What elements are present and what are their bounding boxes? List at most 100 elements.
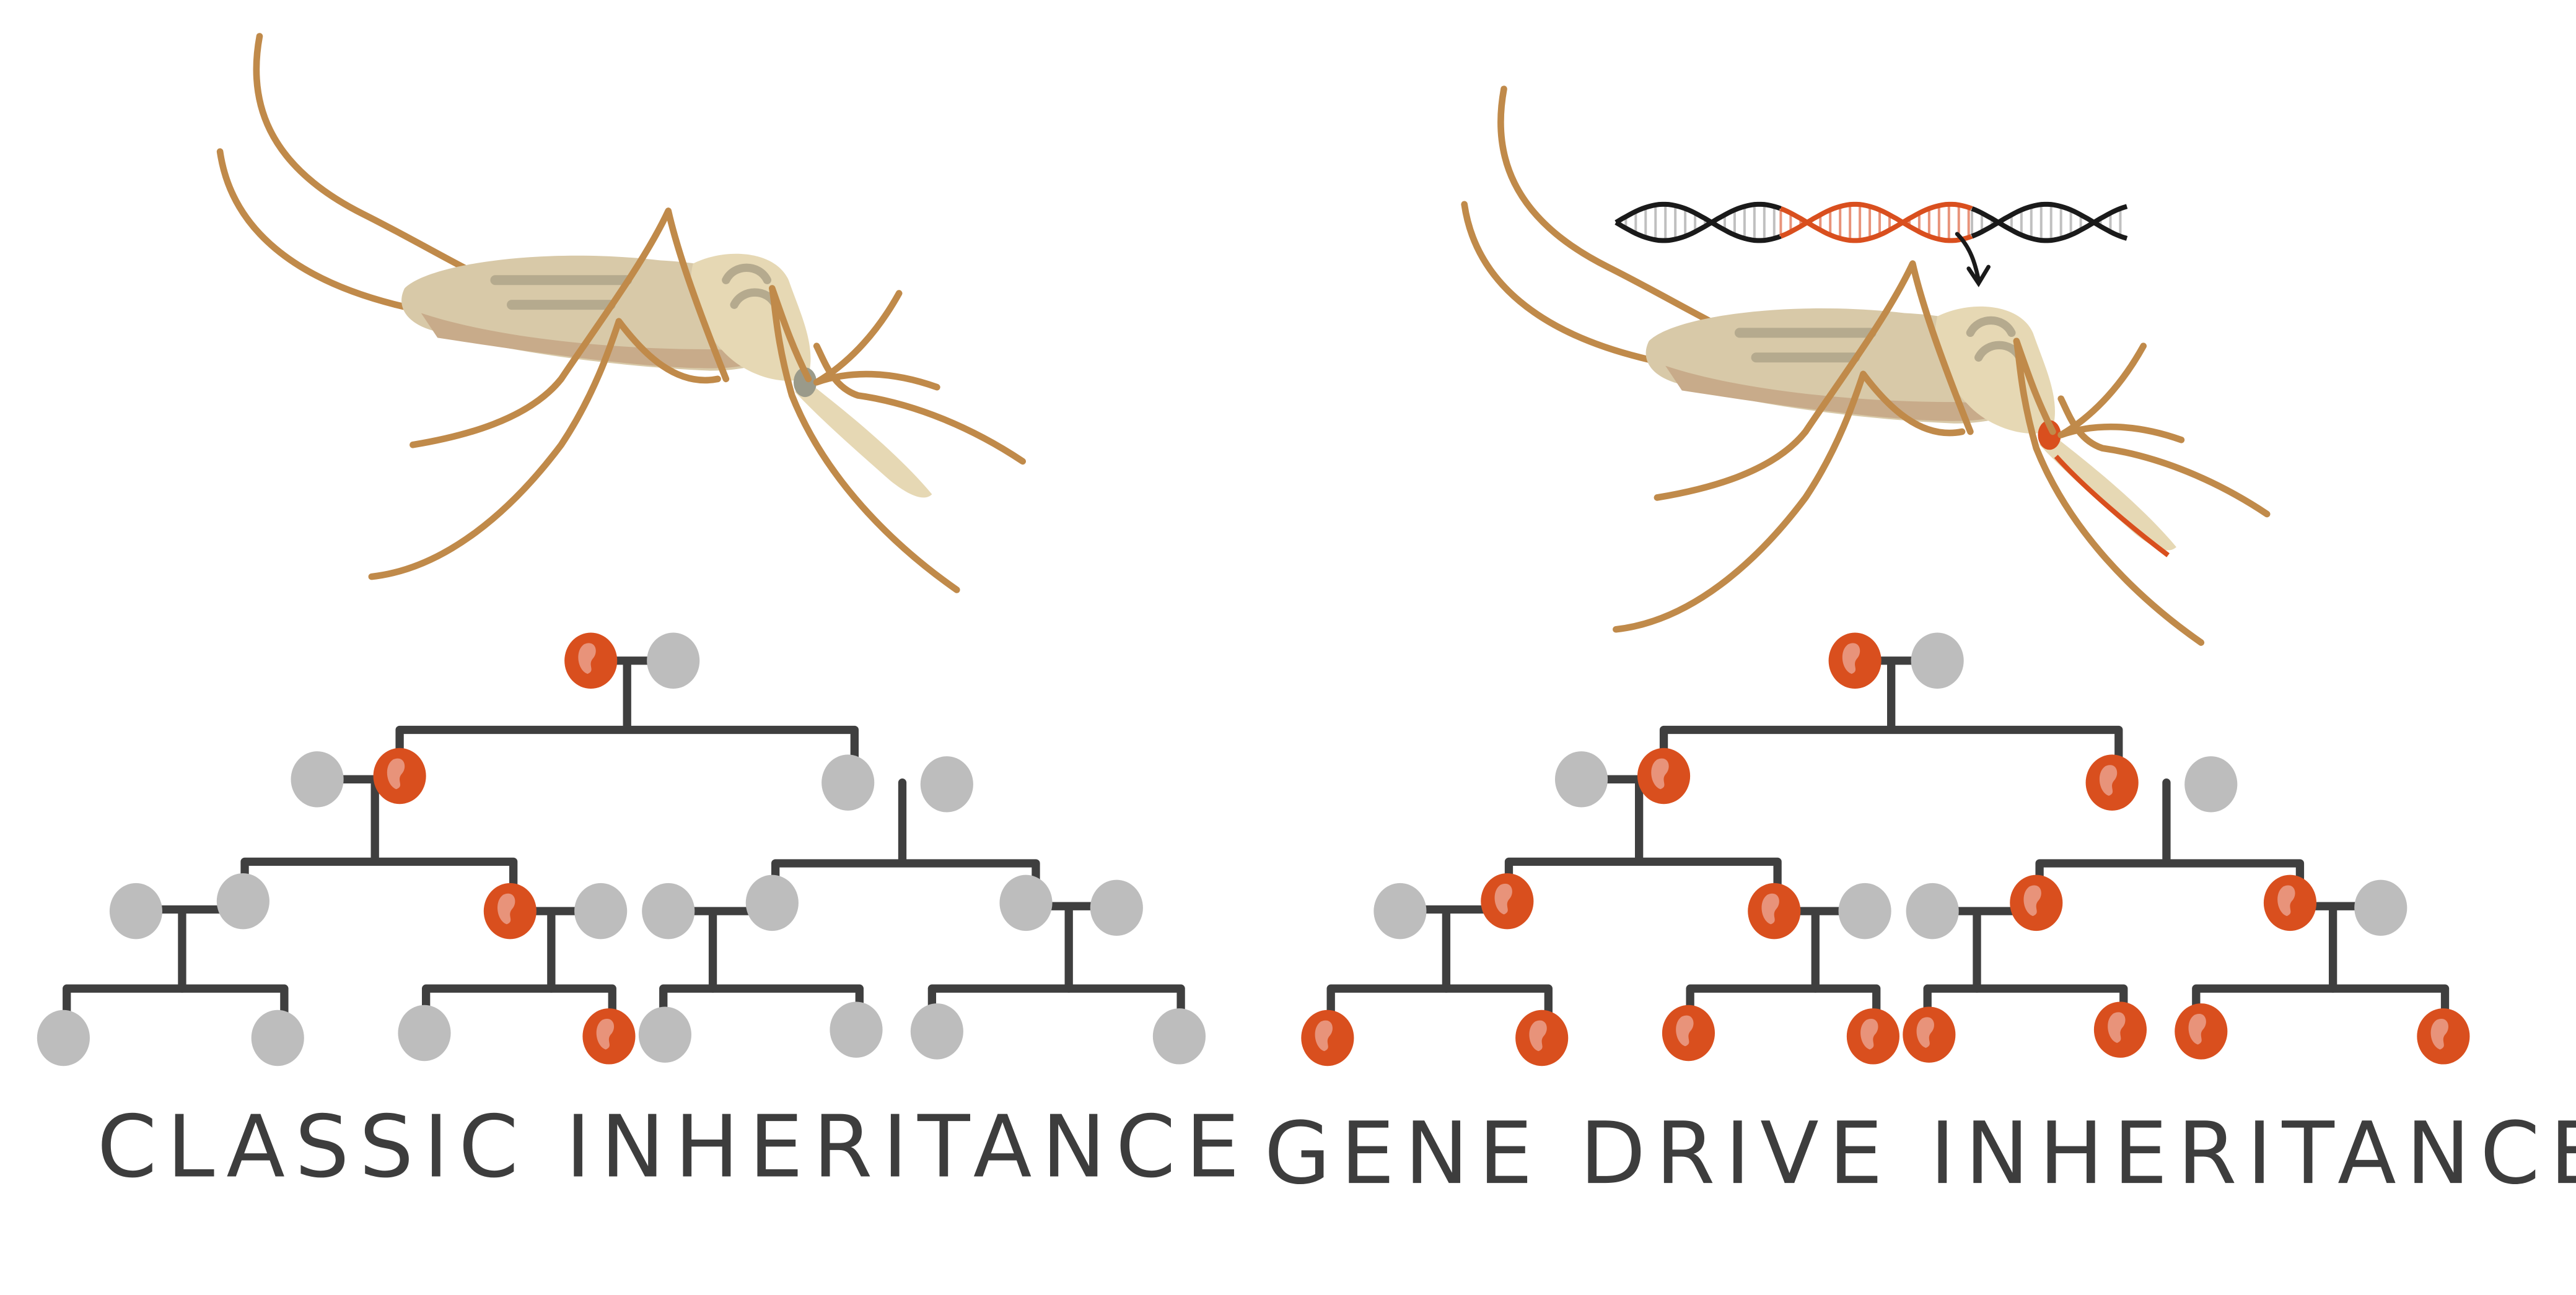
carrier-individual — [1828, 632, 1882, 689]
dna-strand — [1779, 201, 1973, 243]
carrier-individual — [1846, 1008, 1899, 1065]
carrier-individual — [2417, 1008, 2470, 1065]
mosquito-leg — [368, 318, 721, 580]
mosquito-leg — [813, 290, 903, 386]
wild-dot-icon — [574, 883, 628, 940]
mosquito-leg — [769, 285, 960, 593]
wild-dot-icon — [830, 1001, 883, 1058]
carrier-individual — [1748, 883, 1801, 940]
wild-type-individual — [910, 1003, 963, 1060]
pedigree-classic — [37, 632, 1206, 1066]
wild-dot-icon — [1911, 632, 1964, 689]
wild-dot-icon — [745, 874, 799, 931]
mosquito-leg — [2057, 342, 2147, 438]
wild-dot-icon — [1554, 751, 1608, 808]
wild-dot-icon — [2354, 879, 2407, 936]
wild-type-individual — [291, 751, 344, 808]
mosquito-leg — [813, 370, 940, 391]
mosquito-classic — [216, 33, 1027, 593]
mosquito-leg — [1613, 370, 1966, 633]
wild-dot-icon — [251, 1009, 304, 1066]
wild-dot-icon — [920, 756, 973, 813]
mosquito-leg — [813, 342, 1027, 465]
gene-highlight-icon — [2188, 1013, 2206, 1045]
wild-type-individual — [2354, 879, 2407, 936]
dna-helix-icon — [1614, 201, 2128, 287]
wild-type-individual — [37, 1009, 90, 1066]
wild-type-individual — [216, 873, 269, 930]
carrier-individual — [1481, 873, 1534, 930]
wild-type-individual — [398, 1005, 451, 1062]
pedigree-connector — [1409, 902, 2373, 993]
wild-dot-icon — [109, 883, 163, 940]
wild-type-individual — [642, 883, 695, 940]
wild-dot-icon — [1838, 883, 1891, 940]
mosquito-abdomen-shade — [421, 313, 745, 368]
wild-type-individual — [109, 883, 163, 940]
wild-type-individual — [1554, 751, 1608, 808]
dna-gene-drive-segment — [1779, 201, 1973, 243]
carrier-individual — [373, 748, 426, 804]
mosquito-leg — [2057, 395, 2271, 518]
mosquito-proboscis — [2039, 428, 2176, 551]
arrow-down-icon — [1955, 232, 1991, 287]
gene-highlight-icon — [2023, 885, 2041, 917]
gene-highlight-icon — [1860, 1018, 1878, 1050]
mosquito-leg — [1654, 260, 1974, 501]
dna-wild-segment — [1614, 201, 1782, 243]
modified-proboscis-mark — [2054, 455, 2170, 557]
pedigree-connector — [1326, 984, 2450, 1022]
pedigree-connector — [240, 775, 1040, 894]
wild-type-individual — [920, 756, 973, 813]
wild-dot-icon — [999, 874, 1053, 931]
mosquito-abdomen-shade — [1665, 365, 1989, 421]
gene-highlight-icon — [1529, 1020, 1547, 1052]
gene-highlight-icon — [2430, 1018, 2448, 1050]
pedigree-connector — [1504, 775, 2305, 894]
wild-type-individual — [1152, 1008, 1206, 1065]
wild-type-individual — [2184, 756, 2238, 813]
wild-type-individual — [638, 1006, 691, 1063]
wild-dot-icon — [1373, 883, 1427, 940]
wild-type-individual — [574, 883, 628, 940]
label-classic-inheritance: CLASSIC INHERITANCE — [97, 1097, 1250, 1197]
wild-type-individual — [1911, 632, 1964, 689]
gene-highlight-icon — [578, 643, 596, 674]
gene-highlight-icon — [1761, 893, 1779, 925]
carrier-individual — [2085, 754, 2139, 811]
gene-highlight-icon — [2277, 885, 2295, 917]
gene-highlight-icon — [497, 893, 515, 925]
carrier-individual — [1637, 748, 1691, 804]
dna-strand — [1614, 201, 1782, 243]
gene-highlight-icon — [1651, 758, 1669, 790]
dna-strand — [1779, 201, 1973, 243]
dna-strand — [1614, 201, 1782, 243]
wild-type-individual — [999, 874, 1053, 931]
label-gene-drive-inheritance: GENE DRIVE INHERITANCE — [1264, 1104, 2576, 1203]
carrier-individual — [483, 883, 537, 940]
wild-dot-icon — [1152, 1008, 1206, 1065]
mosquito-proboscis — [795, 375, 932, 498]
wild-dot-icon — [37, 1009, 90, 1066]
carrier-individual — [582, 1008, 636, 1065]
wild-dot-icon — [216, 873, 269, 930]
pedigree-connector — [395, 656, 859, 765]
pedigree-gene-drive — [1301, 632, 2470, 1066]
mosquito-head — [793, 367, 817, 398]
gene-highlight-icon — [2108, 1012, 2126, 1043]
carrier-individual — [1515, 1009, 1569, 1066]
pedigree-connector — [145, 902, 1110, 993]
wild-dot-icon — [2184, 756, 2238, 813]
wild-dot-icon — [821, 754, 875, 811]
carrier-individual — [2010, 874, 2063, 931]
gene-highlight-icon — [596, 1018, 615, 1050]
mosquito-gene-drive — [1461, 85, 2271, 646]
pedigree-connector — [1659, 656, 2123, 765]
carrier-individual — [1301, 1009, 1354, 1066]
gene-highlight-icon — [2099, 765, 2118, 796]
carrier-individual — [2175, 1003, 2228, 1060]
wild-dot-icon — [910, 1003, 963, 1060]
modified-gland-icon — [2038, 420, 2061, 450]
pedigree-connector — [63, 984, 1185, 1022]
mosquito-stripes — [1734, 328, 1877, 363]
